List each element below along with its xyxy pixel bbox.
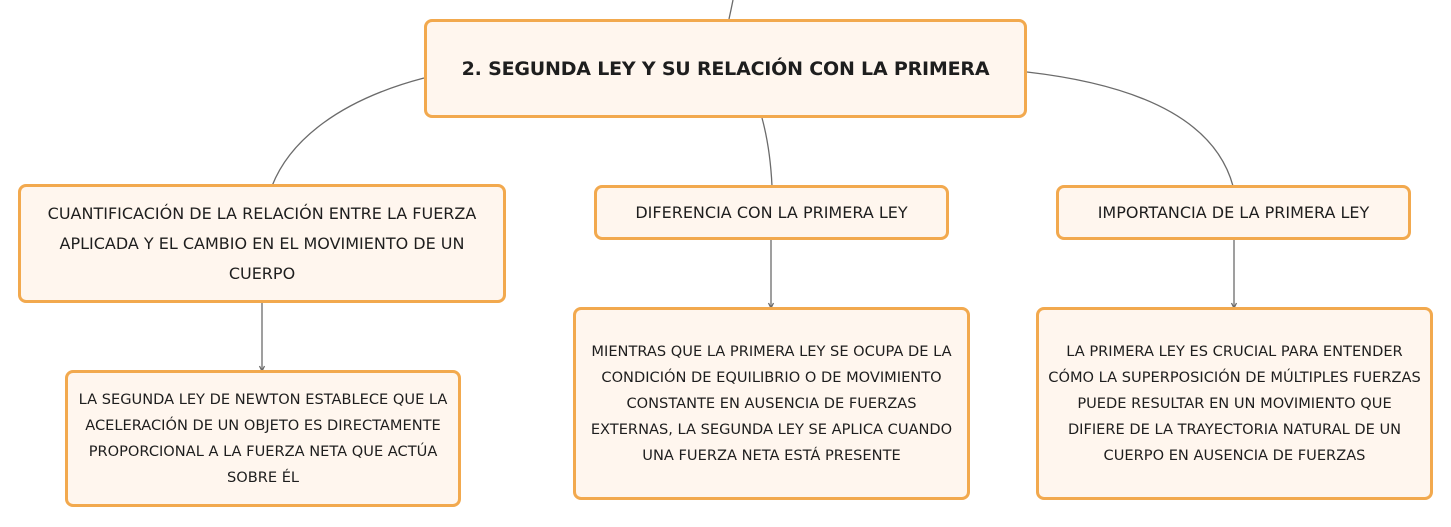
detail-node-difference[interactable]: MIENTRAS QUE LA PRIMERA LEY SE OCUPA DE …	[573, 307, 970, 500]
connector-root-to-topic-3	[1026, 71, 1234, 187]
detail-text-importance: LA PRIMERA LEY ES CRUCIAL PARA ENTENDER …	[1048, 342, 1421, 464]
connector-root-to-topic-2	[761, 117, 773, 187]
topic-label-importance: IMPORTANCIA DE LA PRIMERA LEY	[1097, 202, 1370, 222]
detail-node-quantification[interactable]: LA SEGUNDA LEY DE NEWTON ESTABLECE QUE L…	[65, 370, 461, 507]
root-topic-node[interactable]: 2. SEGUNDA LEY Y SU RELACIÓN CON LA PRIM…	[424, 19, 1027, 118]
detail-node-importance[interactable]: LA PRIMERA LEY ES CRUCIAL PARA ENTENDER …	[1036, 307, 1433, 500]
topic-label-difference: DIFERENCIA CON LA PRIMERA LEY	[635, 202, 908, 222]
topic-node-quantification[interactable]: CUANTIFICACIÓN DE LA RELACIÓN ENTRE LA F…	[18, 184, 506, 303]
root-topic-label: 2. SEGUNDA LEY Y SU RELACIÓN CON LA PRIM…	[461, 57, 990, 80]
topic-node-importance[interactable]: IMPORTANCIA DE LA PRIMERA LEY	[1056, 185, 1411, 240]
connector-root-to-topic-1	[271, 77, 425, 187]
topic-node-difference[interactable]: DIFERENCIA CON LA PRIMERA LEY	[594, 185, 949, 240]
topic-label-quantification: CUANTIFICACIÓN DE LA RELACIÓN ENTRE LA F…	[47, 203, 477, 283]
detail-text-difference: MIENTRAS QUE LA PRIMERA LEY SE OCUPA DE …	[590, 342, 953, 464]
detail-text-quantification: LA SEGUNDA LEY DE NEWTON ESTABLECE QUE L…	[78, 390, 448, 486]
connector-parent-to-root	[728, 0, 734, 20]
